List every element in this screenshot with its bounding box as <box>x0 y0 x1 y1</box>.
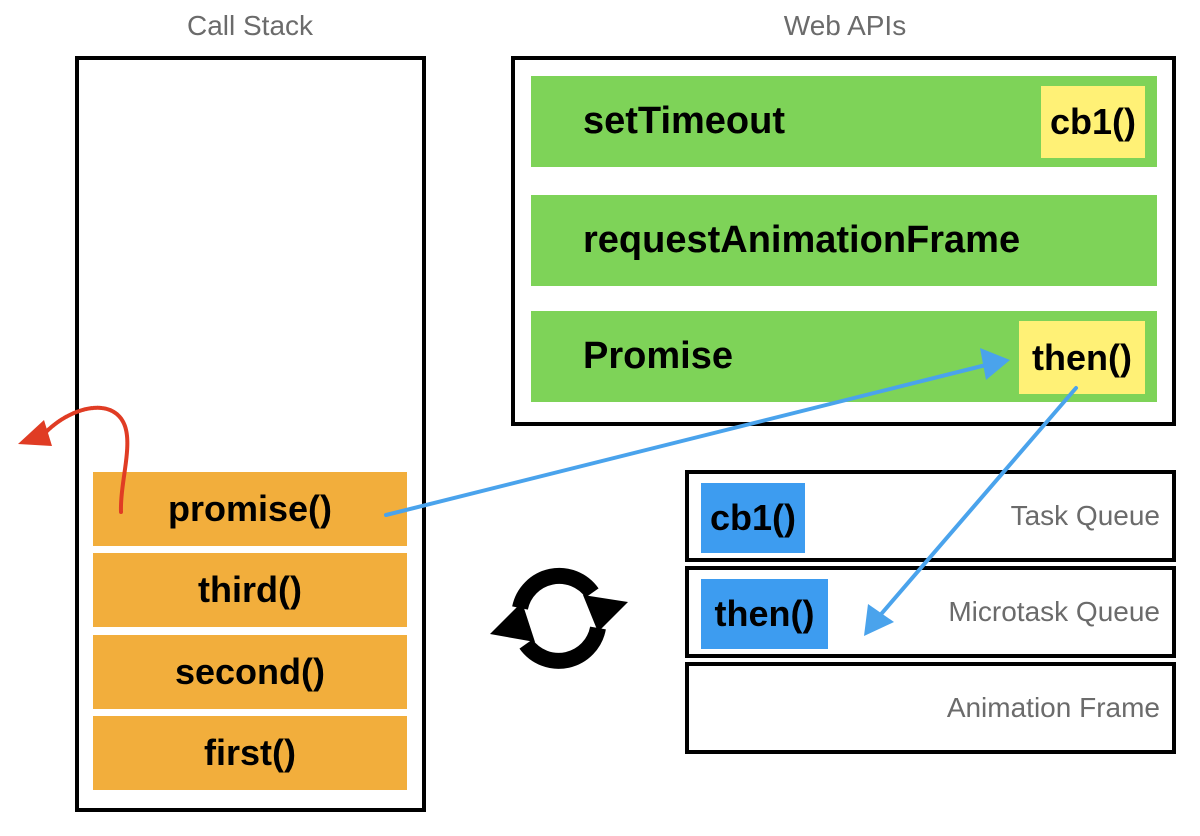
animation-frame-frame: Animation Frame <box>685 662 1176 754</box>
api-row-promise: Promise then() <box>531 311 1157 402</box>
animation-frame-label: Animation Frame <box>946 692 1160 723</box>
refresh-cycle-icon <box>490 567 628 669</box>
pop-arrow-head <box>18 420 52 446</box>
microtask-queue-label: Microtask Queue <box>948 596 1160 627</box>
api-label-promise: Promise <box>583 335 733 377</box>
stack-item-third: third() <box>93 553 407 627</box>
microtask-queue-item-then: then() <box>701 579 828 649</box>
api-label-settimeout: setTimeout <box>583 100 786 142</box>
api-label-requestanimationframe: requestAnimationFrame <box>583 219 1021 261</box>
api-row-settimeout: setTimeout cb1() <box>531 76 1157 167</box>
stack-item-first: first() <box>93 716 407 790</box>
web-apis-title: Web APIs <box>783 10 907 41</box>
microtask-queue-frame: then() Microtask Queue <box>685 566 1176 658</box>
task-queue-item-cb1: cb1() <box>701 483 805 553</box>
api-tag-then: then() <box>1019 321 1145 394</box>
api-tag-cb1: cb1() <box>1041 86 1145 158</box>
stack-item-second: second() <box>93 635 407 709</box>
api-row-requestanimationframe: requestAnimationFrame <box>531 195 1157 286</box>
task-queue-frame: cb1() Task Queue <box>685 470 1176 562</box>
call-stack-title: Call Stack <box>186 10 314 41</box>
stack-item-promise: promise() <box>93 472 407 546</box>
task-queue-label: Task Queue <box>1010 500 1160 531</box>
